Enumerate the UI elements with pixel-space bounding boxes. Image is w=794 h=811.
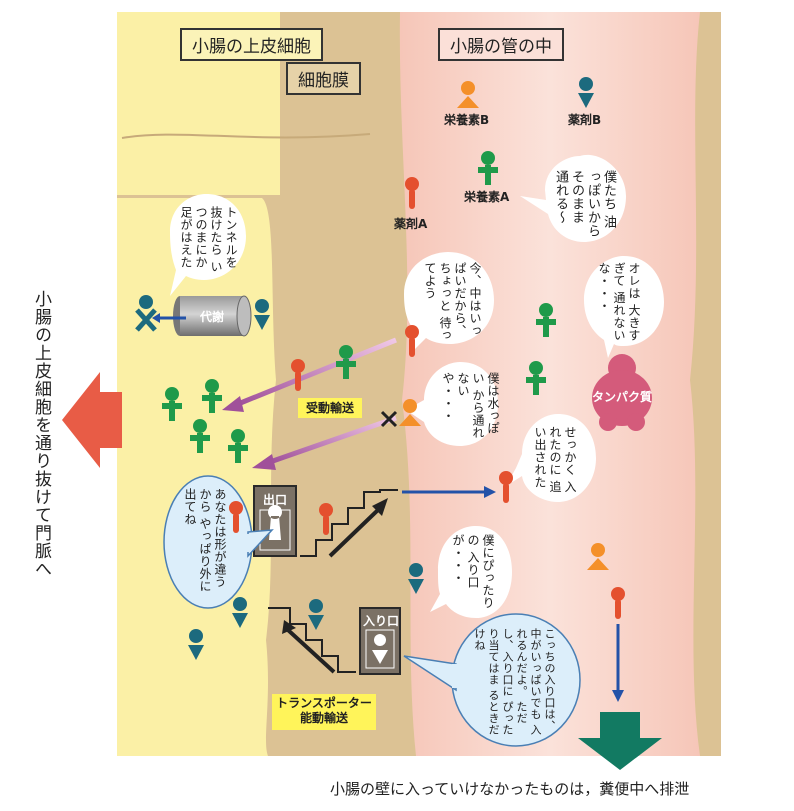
entrance-stair-arrow xyxy=(286,628,336,674)
exit-stair-arrow xyxy=(328,506,382,558)
nutrient-a-membrane-figure xyxy=(336,345,356,379)
drug-a-cell-exit-figure xyxy=(229,501,243,533)
drug-b-entrance-figure xyxy=(308,599,324,630)
nutrient-a-figure xyxy=(478,151,498,185)
membrane-label: 細胞膜 xyxy=(286,62,361,95)
bubble-too-big-text: オレは 大きすぎて 通れない な・・・ xyxy=(597,262,641,342)
bubble-crowded xyxy=(404,252,494,352)
entrance-keyhole-icon xyxy=(374,634,386,646)
bubble-oily xyxy=(520,154,626,242)
bubble-crowded-text: 今、中はいっ ぱいだから、 ちょっと 待ってよう xyxy=(423,262,482,342)
bubble-tunnel-text: トンネルを 抜けたら いつのまにか 足がはえた xyxy=(179,206,238,273)
nutrient-a-label: 栄養素A xyxy=(464,190,510,204)
lumen-title-label: 小腸の管の中 xyxy=(438,28,564,61)
drug-b-cell-figure-2 xyxy=(232,597,248,628)
transporter-tag: トランスポーター 能動輸送 xyxy=(272,694,376,730)
drug-a-excreted-figure xyxy=(611,587,625,619)
passive-arrow-2 xyxy=(269,415,397,465)
transporter-line2: 能動輸送 xyxy=(299,711,348,725)
molecule-figures xyxy=(135,77,625,660)
passive-arrow-1 xyxy=(237,337,397,407)
drug-b-lumen-figure xyxy=(408,563,424,594)
nutrient-b-blocked-figure xyxy=(399,399,421,426)
blocked-x-mark xyxy=(380,410,398,428)
cell-main-region xyxy=(117,198,276,756)
bubble-kicked-out xyxy=(506,414,596,502)
entrance-stairs xyxy=(268,607,356,673)
protein-label: タンパク質 xyxy=(592,390,653,404)
bubble-watery-text: 僕は水っぽい から通れ ないや・・・ xyxy=(441,372,500,439)
nutrient-a-cell-figure-4 xyxy=(228,429,248,463)
nutrient-a-cell-figure-2 xyxy=(202,379,222,413)
drug-a-figure xyxy=(405,177,419,209)
drug-b-label: 薬剤B xyxy=(568,113,602,127)
bubble-too-big xyxy=(584,256,664,358)
drug-a-stairs-figure xyxy=(319,503,333,535)
nutrient-b-label: 栄養素B xyxy=(444,113,490,127)
bubble-watery xyxy=(406,362,498,446)
exit-stairs xyxy=(300,489,398,557)
bubble-fits xyxy=(430,526,512,618)
nutrient-a-lumen-figure-2 xyxy=(526,361,546,395)
drug-a-kicked-out-figure xyxy=(499,471,513,503)
nutrient-a-cell-figure-3 xyxy=(190,419,210,453)
left-exit-arrow xyxy=(62,372,122,468)
passive-transport-tag: 受動輸送 xyxy=(298,398,362,418)
bottom-caption: 小腸の壁に入っていけなかったものは，糞便中へ排泄 xyxy=(330,780,690,798)
entrance-door-label: 入り口 xyxy=(363,614,400,628)
protein-figure xyxy=(592,354,652,431)
metabolized-drug-figure xyxy=(135,295,157,332)
metabolism-label: 代謝 xyxy=(200,310,225,324)
bubble-entrance-note-text: こっちの入り口は、 中がいっぱいでも 入れるんだよ。 ただし、入り口に ぴったり… xyxy=(473,628,556,736)
exit-door-label: 出口 xyxy=(263,493,288,507)
metabolism-tunnel xyxy=(180,296,244,336)
drug-b-cell-figure-3 xyxy=(188,629,204,660)
nutrient-b-figure xyxy=(457,81,479,108)
nutrient-a-lumen-figure-1 xyxy=(536,303,556,337)
drug-b-cell-figure xyxy=(254,299,270,330)
cell-title-label: 小腸の上皮細胞 xyxy=(180,28,323,61)
bubble-kicked-out-text: せっかく 入れたのに 追い出された xyxy=(533,426,577,493)
bubble-fits-text: 僕にぴったりの 入り口が・・・ xyxy=(451,534,495,609)
bubble-oily-text: 僕たち 油っぽいから そのまま 通れる～ xyxy=(553,170,616,238)
drug-b-figure xyxy=(578,77,594,108)
membrane-fold-line xyxy=(121,133,371,139)
drug-a-label: 薬剤A xyxy=(394,217,428,231)
drug-a-waiting-figure xyxy=(405,325,419,357)
bubble-tunnel xyxy=(170,194,246,296)
drug-a-membrane-figure xyxy=(291,359,305,391)
bottom-exit-arrow xyxy=(578,712,662,770)
transporter-line1: トランスポーター xyxy=(276,696,372,710)
bubble-shape-text: あなたは形が違うから やっぱり外に出てね xyxy=(183,488,227,593)
nutrient-b-lumen-figure xyxy=(587,543,609,570)
left-side-caption: 小腸の上皮細胞を通り抜けて門脈へ xyxy=(31,290,51,578)
nutrient-a-cell-figure-1 xyxy=(162,387,182,421)
